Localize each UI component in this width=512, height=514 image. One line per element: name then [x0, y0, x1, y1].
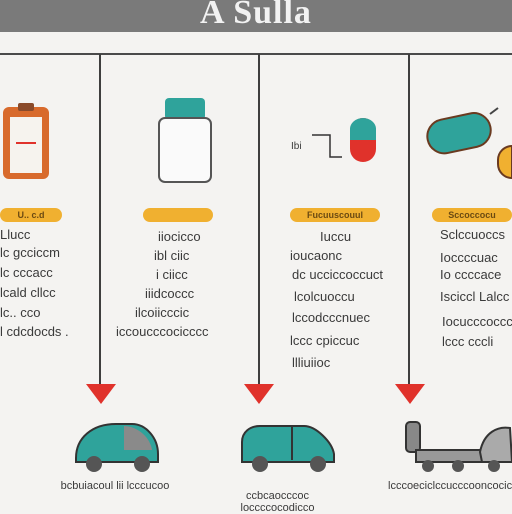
- car-icon: [75, 423, 159, 472]
- header-bar: [0, 0, 512, 32]
- column-2-line: i ciicc: [156, 267, 188, 282]
- column-3-line: lccodcccnuec: [292, 310, 371, 325]
- arrow-down-icon: [244, 384, 274, 404]
- column-1-line: lcald cllcc: [0, 285, 56, 300]
- caption-3: lcccoeciclccucccooncocicco: [388, 480, 512, 492]
- column-3-line: lcolcuoccu: [294, 289, 355, 304]
- column-2-line: iccoucccocicccc: [116, 324, 209, 339]
- divider-2: [258, 54, 260, 389]
- column-4-line: Isciccl Lalcc: [440, 289, 510, 304]
- column-4-line: Ioccccuac: [440, 250, 498, 265]
- caption-2: ccbcaocccoc loccccocodicco: [240, 490, 315, 514]
- pill-bracket-icon: [312, 134, 342, 158]
- column-3-line: lccc cpiccuc: [290, 333, 360, 348]
- column-4-line: Io ccccace: [440, 267, 502, 282]
- medicine-bottle-icon: [158, 98, 212, 183]
- column-2-line: iiocicco: [158, 229, 201, 244]
- column-4-badge: Sccoccocu: [432, 208, 512, 222]
- arrow-down-icon: [86, 384, 116, 404]
- column-2-line: ilcoiicccic: [135, 305, 190, 320]
- arrow-down-icon: [395, 384, 425, 404]
- column-1-line: lc cccacc: [0, 265, 53, 280]
- capsule-icon: [426, 107, 512, 180]
- caption-1: bcbuiacoul lii lcccucoo: [60, 480, 170, 492]
- column-2-badge: [143, 208, 213, 222]
- column-3-line: ioucaonc: [290, 248, 343, 263]
- column-3-line: llliuiioc: [292, 355, 331, 370]
- column-4-line: Sclccuoccs: [440, 227, 506, 242]
- column-3-badge: Fucuuscouul: [290, 208, 380, 222]
- column-1-line: lc gcciccm: [0, 245, 60, 260]
- pill-label: Ibi: [291, 141, 302, 152]
- column-1-line: lc.. cco: [0, 305, 41, 320]
- column-3-line: Iuccu: [320, 229, 352, 244]
- divider-3: [408, 54, 410, 389]
- timeline-top-line: [0, 53, 512, 55]
- page-title: A Sulla: [200, 0, 312, 31]
- column-1-line: l cdcdocds .: [0, 324, 69, 339]
- column-4-line: lccc cccli: [442, 334, 494, 349]
- column-3-line: dc ucciccoccuct: [292, 267, 384, 282]
- clipboard-icon: [3, 103, 49, 179]
- column-1-badge: U.. c.d: [0, 208, 62, 222]
- column-4-line: Iocucccoccc: [442, 314, 512, 329]
- column-2-line: ibl ciic: [154, 248, 190, 263]
- column-1-line: Llucc: [0, 227, 31, 242]
- truck-icon: [405, 421, 512, 472]
- capsule-icon: [350, 118, 376, 162]
- car-icon: [241, 425, 335, 472]
- column-2-line: iiidcoccc: [145, 286, 195, 301]
- divider-1: [99, 54, 101, 389]
